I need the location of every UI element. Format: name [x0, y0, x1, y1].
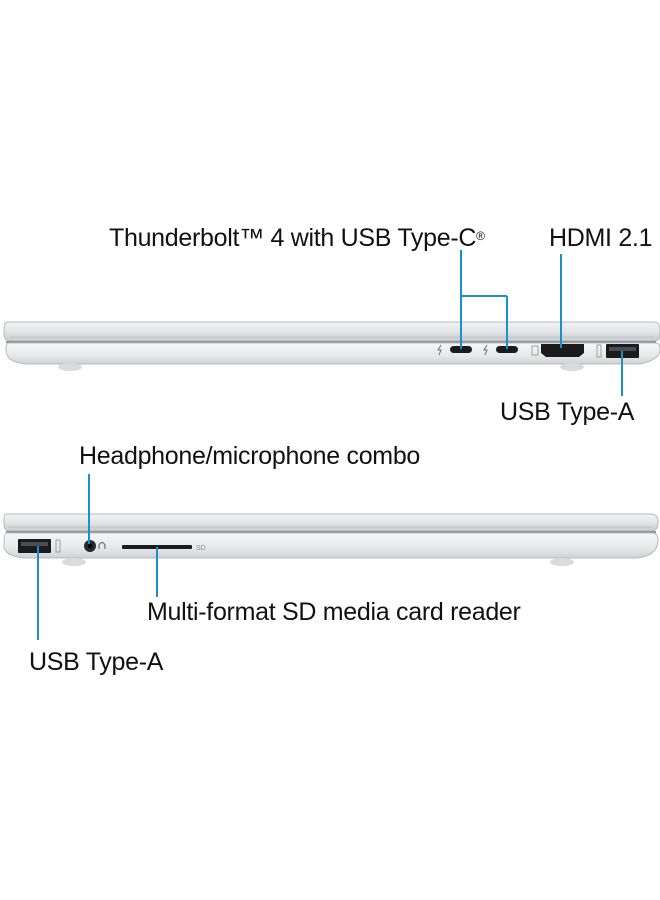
usb-a-port-left: [18, 539, 51, 553]
sd-slot-text: SD: [196, 545, 206, 552]
thunderbolt-icon: [437, 344, 442, 356]
thunderbolt-callout-bracket: [460, 250, 508, 349]
usb-a-left-label: USB Type-A: [29, 648, 164, 676]
thunderbolt-port-2: [496, 346, 518, 353]
thunderbolt-icon: [483, 344, 488, 356]
hdmi-icon: [531, 345, 539, 356]
thunderbolt-label: Thunderbolt™ 4 with USB Type-C®: [109, 224, 485, 252]
registered-mark: ®: [476, 229, 485, 243]
hdmi-label: HDMI 2.1: [549, 224, 653, 252]
thunderbolt-label-text: Thunderbolt™ 4 with USB Type-C: [109, 224, 477, 252]
usb-icon: [55, 539, 61, 553]
usb-icon: [596, 344, 602, 358]
hdmi-port: [541, 344, 584, 357]
headphone-label: Headphone/microphone combo: [79, 442, 421, 470]
headphone-jack: [84, 540, 96, 552]
usb-a-right-label: USB Type-A: [500, 398, 635, 426]
sd-reader-label: Multi-format SD media card reader: [147, 598, 521, 626]
thunderbolt-port-1: [450, 346, 472, 353]
headphone-icon: [98, 541, 106, 549]
laptop-left-side: [3, 513, 659, 566]
